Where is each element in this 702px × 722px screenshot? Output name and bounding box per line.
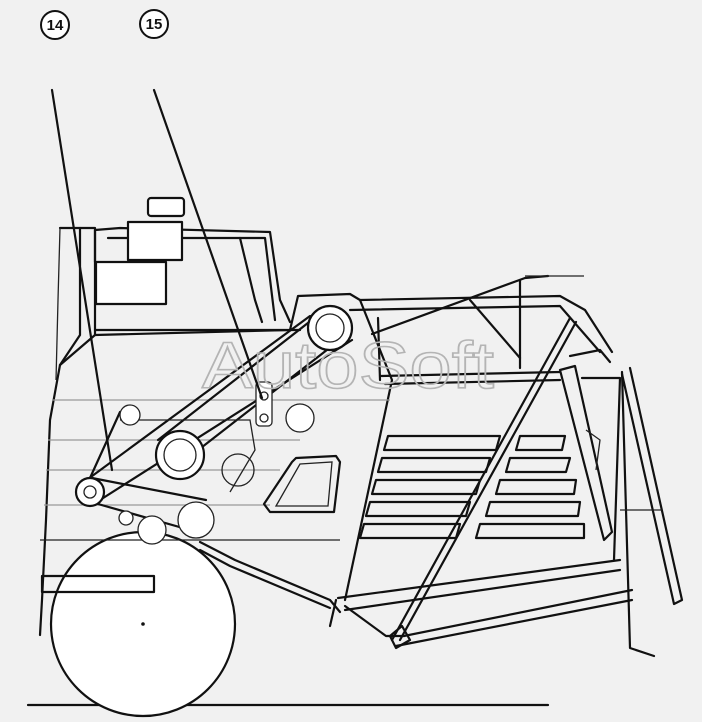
cab-housing <box>78 196 302 337</box>
front-wheel <box>40 530 237 718</box>
callout-15-label: 15 <box>146 16 163 33</box>
callout-14-leader <box>50 88 114 472</box>
pulleys <box>74 304 354 545</box>
callout-14-label: 14 <box>47 17 64 34</box>
callout-15: 15 <box>139 9 169 39</box>
callout-14: 14 <box>40 10 70 40</box>
lower-frame <box>198 540 634 648</box>
inspection-window <box>262 454 342 514</box>
vent-louvers <box>358 434 586 540</box>
body-left-edge <box>38 226 82 637</box>
callout-15-leader <box>152 88 264 400</box>
hydraulic-cylinder <box>388 316 684 658</box>
feeder-frame <box>348 274 614 386</box>
watermark-text: AutoSoft <box>202 328 494 402</box>
